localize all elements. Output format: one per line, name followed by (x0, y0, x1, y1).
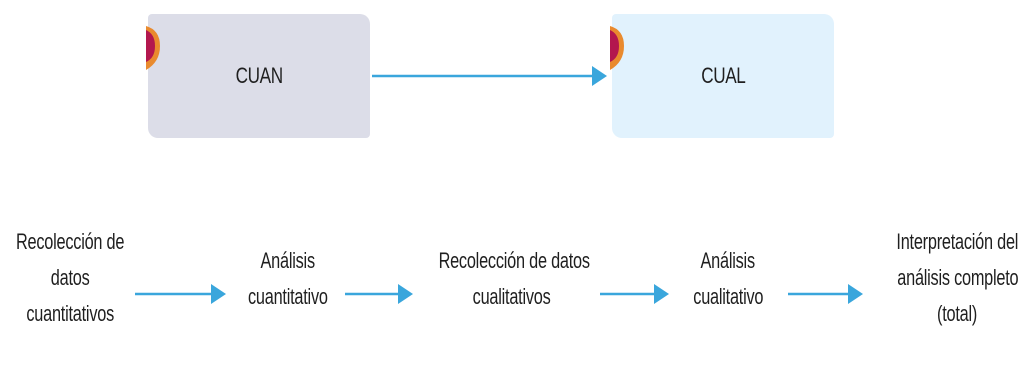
step-line: cualitativo (693, 284, 763, 309)
step-collect-quantitative: Recolección de datos cuantitativos (0, 224, 150, 332)
corner-tab-icon (610, 26, 626, 70)
step-line: Recolección de datos (438, 248, 590, 273)
corner-tab-icon (146, 26, 162, 70)
step-line: cuantitativos (26, 301, 114, 326)
arrowhead-icon (654, 284, 669, 304)
arrowhead-icon (398, 284, 413, 304)
arrowhead-icon (848, 284, 863, 304)
arrowhead-icon (592, 66, 607, 86)
step-line: Análisis (260, 248, 316, 273)
cuan-label: CUAN (235, 63, 283, 88)
step-line: cualitativos (473, 284, 551, 309)
cuan-box: CUAN (146, 14, 370, 138)
step-line: análisis completo (896, 265, 1019, 290)
step-line: Recolección de (15, 229, 125, 254)
step-analyze-quantitative: Análisis cuantitativo (218, 243, 358, 315)
step-analyze-qualitative: Análisis cualitativo (668, 243, 788, 315)
cual-label: CUAL (700, 63, 746, 88)
step-line: (total) (937, 301, 978, 326)
step-line: Interpretación del (896, 229, 1019, 254)
step-line: datos (50, 265, 90, 290)
step-collect-qualitative: Recolección de datos cualitativos (412, 243, 612, 315)
step-line: cuantitativo (248, 284, 328, 309)
step-line: Análisis (700, 248, 756, 273)
step-interpretation: Interpretación del análisis completo (to… (870, 224, 1028, 332)
cual-box: CUAL (610, 14, 834, 138)
arrowhead-icon (211, 284, 226, 304)
